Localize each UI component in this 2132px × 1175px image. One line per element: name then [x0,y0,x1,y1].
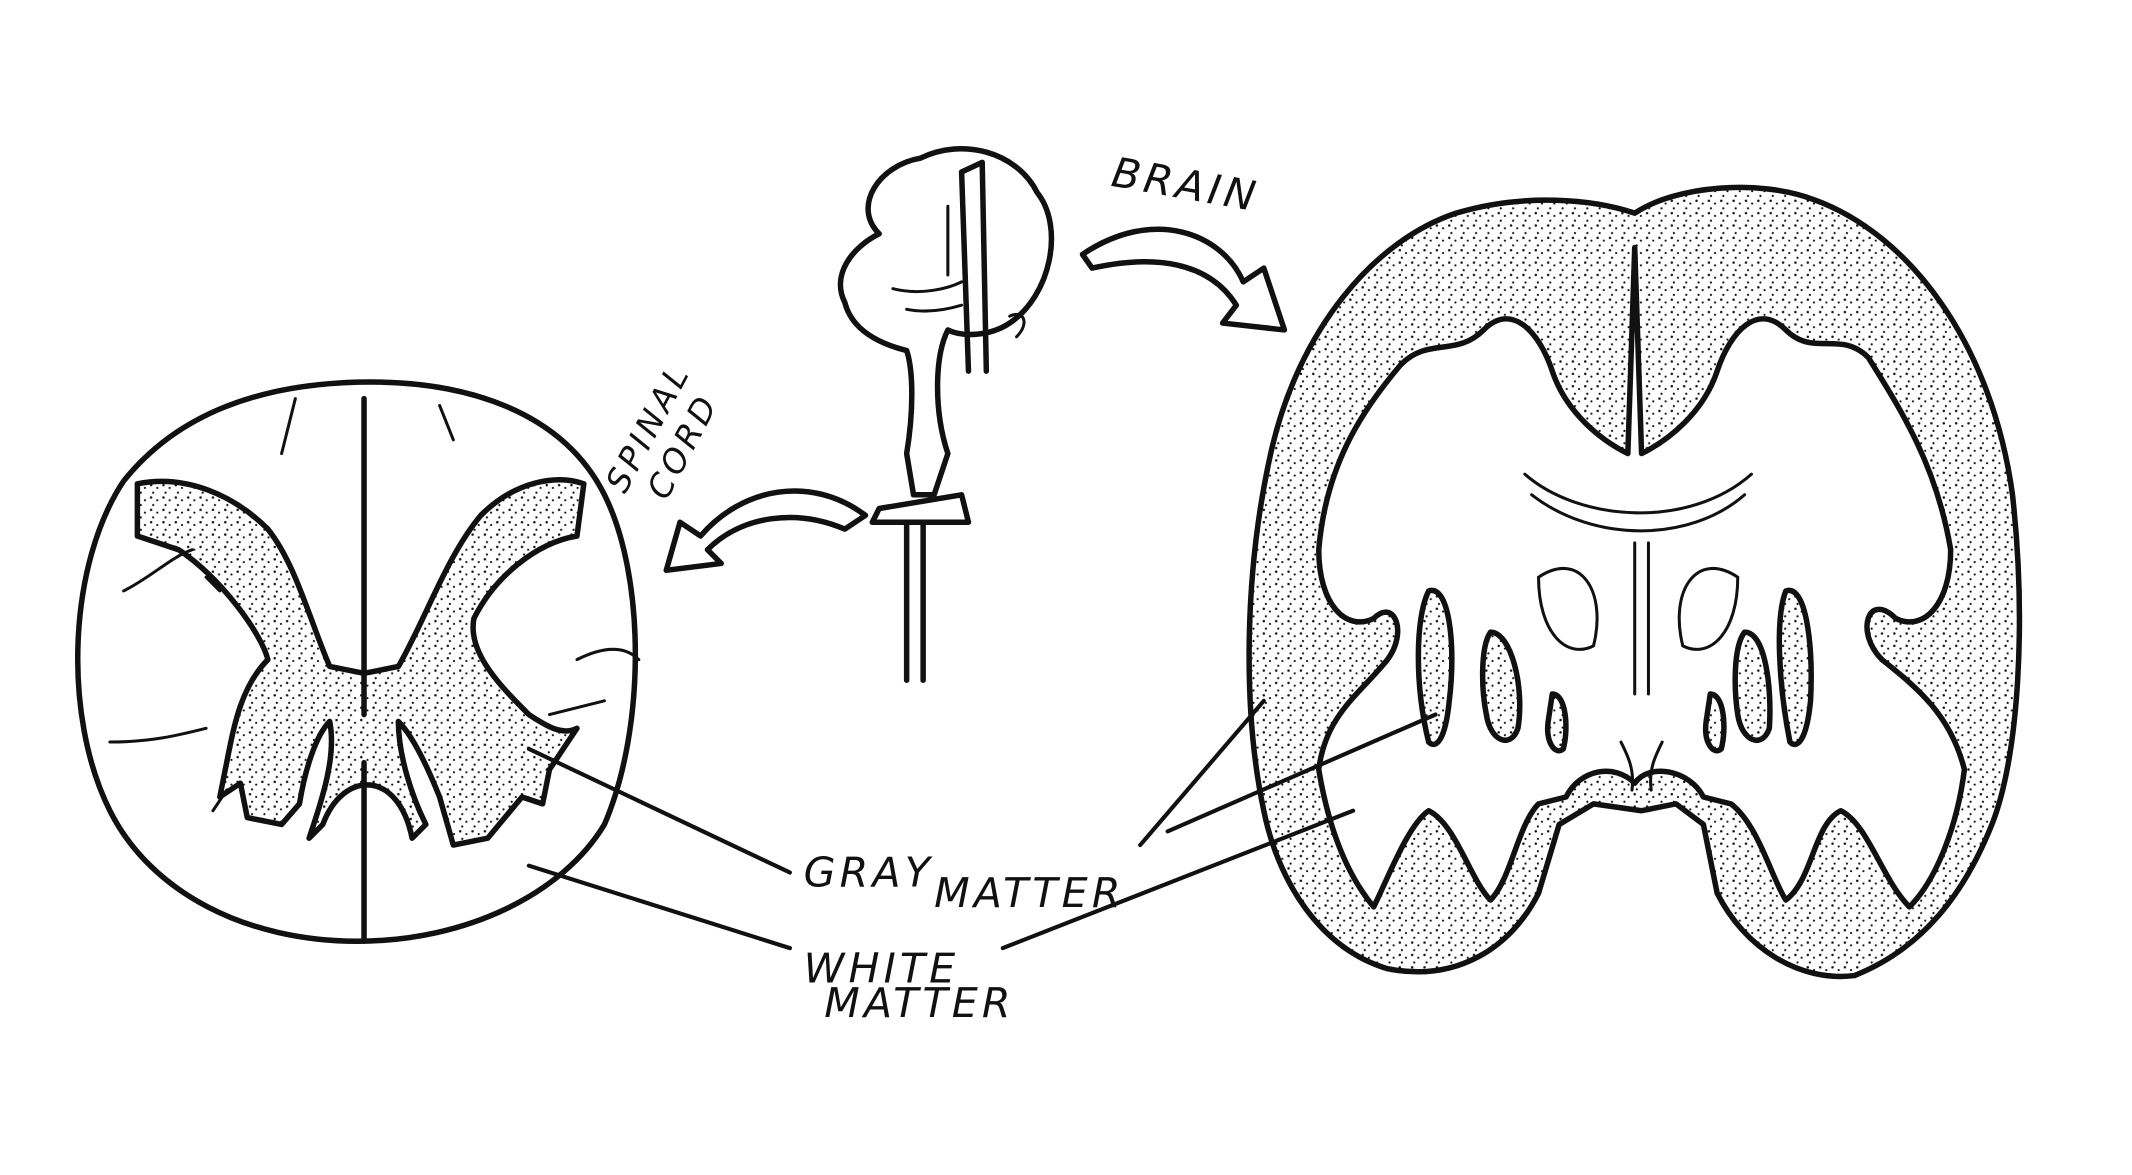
brain-white-matter [1316,244,1968,910]
label-white: WHITE [804,944,960,992]
leader-lines [526,698,1438,951]
label-gray-matter: MATTER [934,869,1124,917]
label-white-matter: MATTER [824,979,1014,1027]
arrow-to-brain [1079,226,1288,333]
spinal-cord-cross-section [75,379,641,944]
brain-sagittal-sketch [837,146,1055,683]
label-gray: GRAY [804,848,934,896]
spinal-cord-gray-matter [134,477,587,848]
spinal-cord-white-matter [75,379,639,944]
label-brain: BRAIN [1108,148,1263,221]
brain-coronal-section [1246,184,2023,980]
arrow-to-spinal-cord [663,488,869,574]
